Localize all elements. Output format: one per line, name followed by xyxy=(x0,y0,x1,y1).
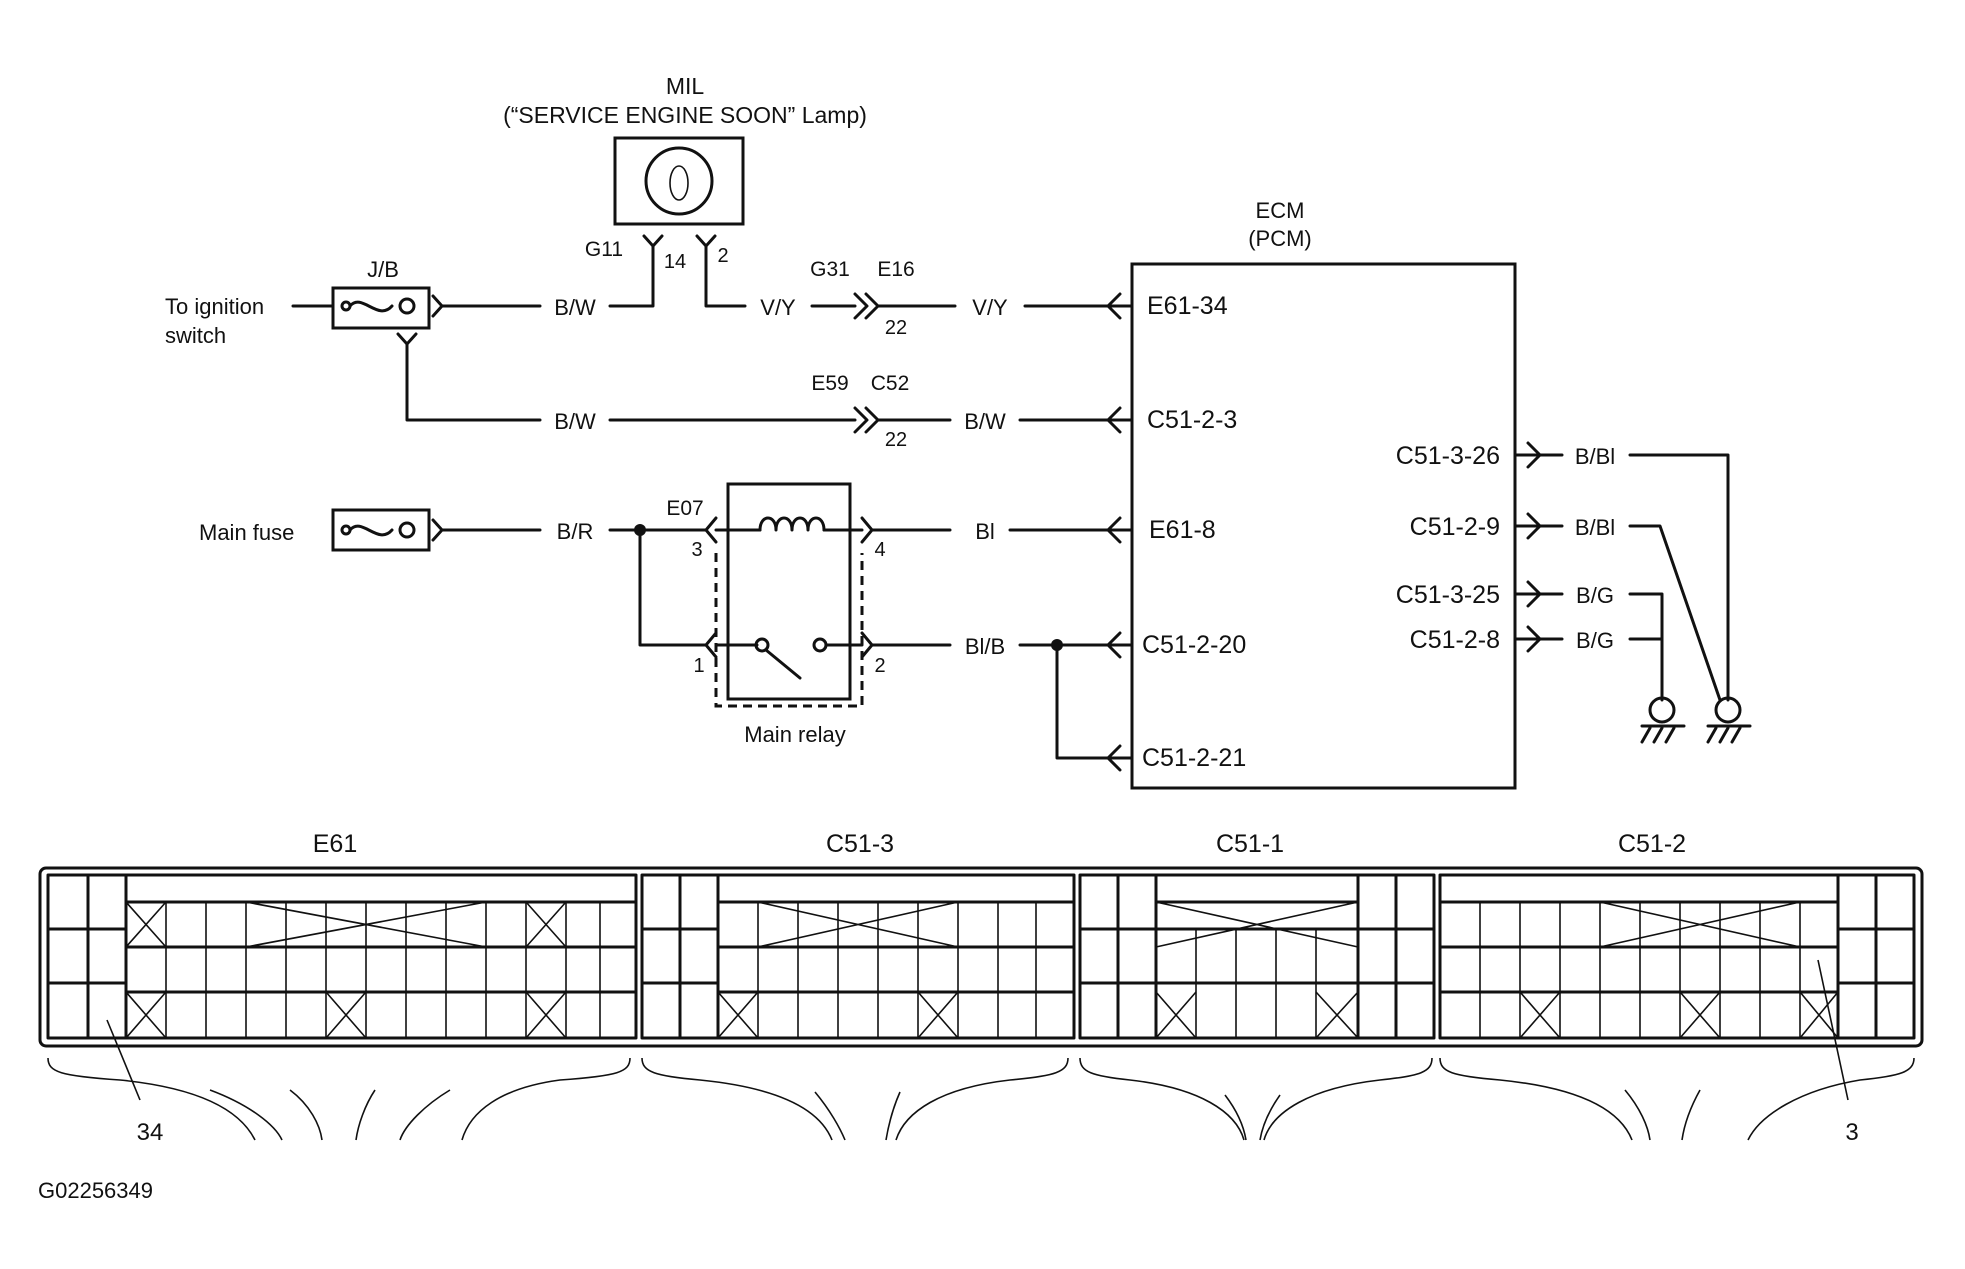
relay-switch-arm xyxy=(764,648,802,680)
figure-id: G02256349 xyxy=(38,1178,153,1203)
connector-c51-1-grid xyxy=(1078,873,1436,1040)
connector-g31-pin: 22 xyxy=(885,317,907,339)
relay-pin-1: 1 xyxy=(693,655,704,677)
wire-label-bl: Bl xyxy=(975,519,995,544)
ignition-source-line2: switch xyxy=(165,323,226,348)
main-relay-box xyxy=(726,482,852,701)
relay-terminal-1 xyxy=(704,631,718,659)
ecm-pin-c51-2-20: C51-2-20 xyxy=(1142,631,1246,659)
wire-label-bbl-2: B/Bl xyxy=(1575,515,1615,540)
connector-housing xyxy=(38,866,1924,1048)
wire-label-vy-2: V/Y xyxy=(972,295,1008,320)
ecm-pin-c51-2-8: C51-2-8 xyxy=(1410,626,1500,654)
relay-switch-contact xyxy=(754,637,770,653)
mil-pin-14: 14 xyxy=(664,251,686,273)
wire-label-blb: Bl/B xyxy=(965,634,1005,659)
ecm-pin-e61-8: E61-8 xyxy=(1149,516,1216,544)
ecm-module: ECM (PCM) E61-34 C51-2-3 E61-8 C51-2-20 … xyxy=(1106,198,1542,790)
mil-connector-label: G11 xyxy=(585,238,623,261)
ecm-pin-c51-3-26: C51-3-26 xyxy=(1396,442,1500,470)
main-fuse-label: Main fuse xyxy=(199,520,294,545)
ecm-pin-e61-34: E61-34 xyxy=(1147,292,1228,320)
pin-3-label: 3 xyxy=(1845,1119,1858,1146)
connector-e61-grid xyxy=(46,873,638,1040)
relay-pin-4: 4 xyxy=(874,539,885,561)
main-relay: E07 3 4 1 2 Main relay xyxy=(666,482,886,747)
pin-34-label: 34 xyxy=(137,1119,164,1146)
connector-e59-label: E59 xyxy=(811,372,848,395)
mil-title: MIL xyxy=(666,73,705,99)
lamp-filament-icon xyxy=(669,165,689,201)
relay-pin-2: 2 xyxy=(874,655,885,677)
mil-subtitle: (“SERVICE ENGINE SOON” Lamp) xyxy=(503,102,867,128)
ecm-pin-c51-2-9: C51-2-9 xyxy=(1410,513,1500,541)
ecm-title: ECM xyxy=(1256,198,1305,223)
wire-label-bg-2: B/G xyxy=(1576,628,1614,653)
connector-e16-label: E16 xyxy=(877,258,914,281)
callout-pin-34 xyxy=(106,1019,141,1101)
ignition-source-line1: To ignition xyxy=(165,294,264,319)
wire-label-bw-3: B/W xyxy=(964,409,1006,434)
connector-g31-e16 xyxy=(853,292,869,320)
main-relay-connector: E07 xyxy=(666,497,703,520)
wire-label-bw-2: B/W xyxy=(554,409,596,434)
lamp-bulb-icon xyxy=(644,146,714,216)
connector-e59-pin: 22 xyxy=(885,429,907,451)
connector-c51-3-title: C51-3 xyxy=(826,830,894,858)
ecm-connector-face: E61 C51-3 C51-1 C51-2 xyxy=(38,830,1924,1146)
connector-c51-1-title: C51-1 xyxy=(1216,830,1284,858)
ecm-pin-c51-2-21: C51-2-21 xyxy=(1142,744,1246,772)
connector-c51-2-title: C51-2 xyxy=(1618,830,1686,858)
mil-lamp-box xyxy=(613,136,745,226)
callout-pin-3 xyxy=(1817,959,1849,1101)
ground-icon-2 xyxy=(1706,696,1752,744)
jb-label: J/B xyxy=(367,257,399,282)
relay-pin-3: 3 xyxy=(691,539,702,561)
connector-g31-label: G31 xyxy=(810,258,850,281)
wire-harness-bundles xyxy=(47,1057,1915,1141)
mil-lamp: MIL (“SERVICE ENGINE SOON” Lamp) G11 14 … xyxy=(503,73,867,273)
junction-block: J/B To ignition switch xyxy=(165,257,444,348)
relay-dashed-outline xyxy=(714,553,864,708)
wire-label-bw-mil: B/W xyxy=(554,295,596,320)
wire-label-bbl-1: B/Bl xyxy=(1575,444,1615,469)
ecm-pin-c51-3-25: C51-3-25 xyxy=(1396,581,1500,609)
relay-coil-icon xyxy=(758,516,826,532)
wire-label-bg-1: B/G xyxy=(1576,583,1614,608)
wire-label-br: B/R xyxy=(557,519,594,544)
mil-pin-2: 2 xyxy=(717,245,728,267)
relay-terminal-3 xyxy=(704,516,718,544)
main-fuse-icon xyxy=(348,524,394,537)
connector-c51-3-grid xyxy=(640,873,1076,1040)
main-fuse: Main fuse xyxy=(199,508,444,552)
connector-e61-title: E61 xyxy=(313,830,357,858)
connector-e59-c52 xyxy=(853,406,869,434)
fuse-icon xyxy=(348,300,394,313)
ecm-pin-c51-2-3: C51-2-3 xyxy=(1147,406,1237,434)
ecm-subtitle: (PCM) xyxy=(1248,226,1312,251)
connector-c51-2-grid xyxy=(1438,873,1916,1040)
main-relay-label: Main relay xyxy=(744,722,845,747)
connector-c52-label: C52 xyxy=(871,372,910,395)
ecm-box xyxy=(1130,262,1517,790)
wire-label-vy-1: V/Y xyxy=(760,295,796,320)
ground-icon-1 xyxy=(1640,696,1686,744)
